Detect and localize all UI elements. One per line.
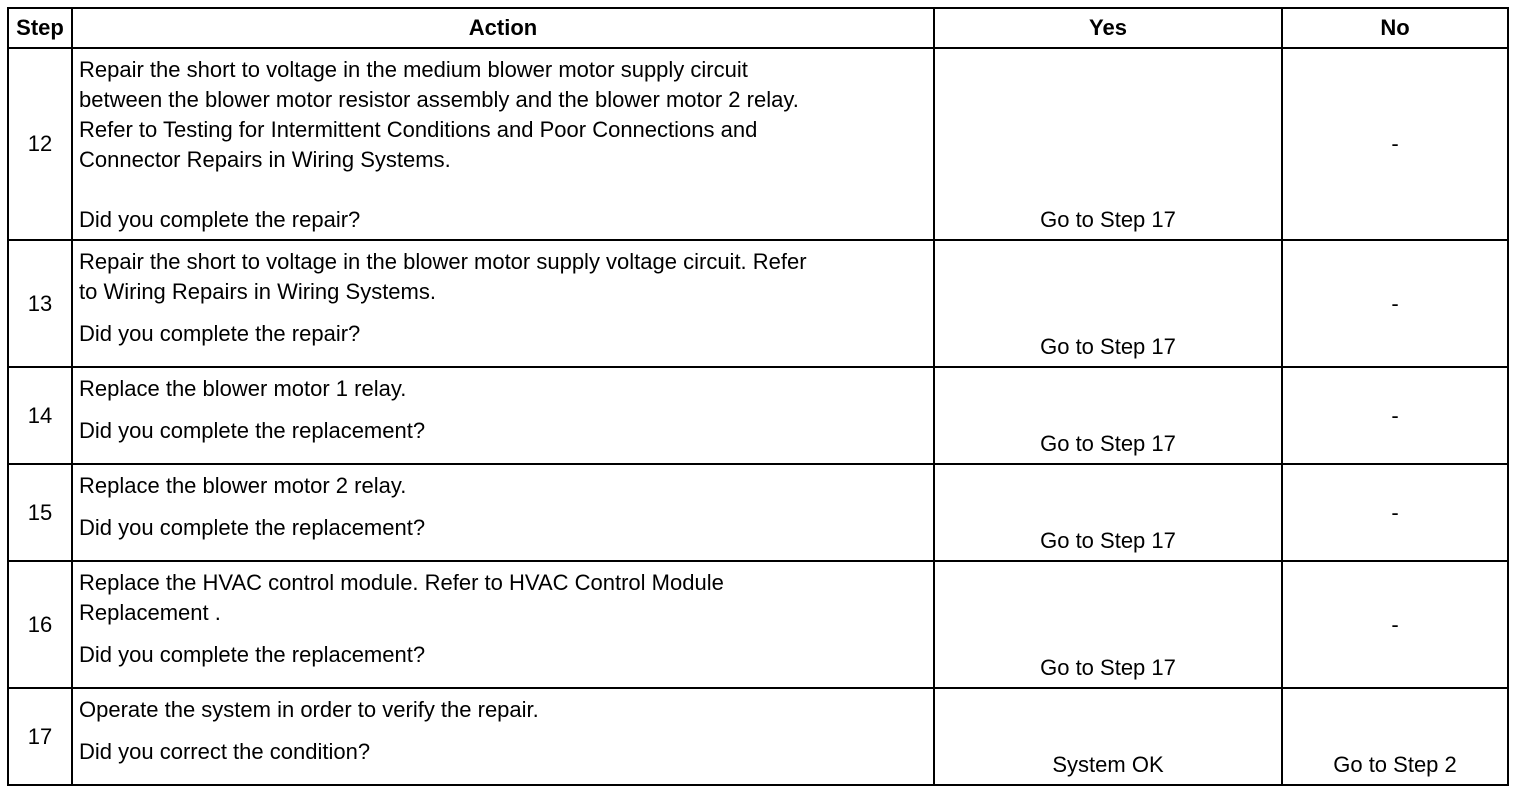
header-row: Step Action Yes No <box>7 7 1509 49</box>
action-question: Did you complete the replacement? <box>79 642 426 667</box>
yes-cell: Go to Step 17 <box>933 463 1283 562</box>
table-row: 16 Replace the HVAC control module. Refe… <box>7 560 1509 689</box>
table-row: 12 Repair the short to voltage in the me… <box>7 47 1509 241</box>
action-question: Did you correct the condition? <box>79 739 371 764</box>
no-cell: - <box>1281 366 1509 465</box>
action-question: Did you complete the repair? <box>79 207 361 232</box>
yes-cell: Go to Step 17 <box>933 47 1283 241</box>
no-cell: - <box>1281 463 1509 562</box>
header-yes: Yes <box>933 7 1283 49</box>
action-cell: Repair the short to voltage in the mediu… <box>71 47 935 241</box>
action-question: Did you complete the replacement? <box>79 418 426 443</box>
no-cell: - <box>1281 560 1509 689</box>
action-cell: Repair the short to voltage in the blowe… <box>71 239 935 368</box>
action-question: Did you complete the replacement? <box>79 515 426 540</box>
step-number: 16 <box>7 560 73 689</box>
action-text: Replace the HVAC control module. Refer t… <box>79 570 724 625</box>
yes-cell: System OK <box>933 687 1283 786</box>
action-text: Replace the blower motor 2 relay. <box>79 473 407 498</box>
action-cell: Replace the HVAC control module. Refer t… <box>71 560 935 689</box>
action-text: Operate the system in order to verify th… <box>79 697 539 722</box>
header-action: Action <box>71 7 935 49</box>
action-cell: Operate the system in order to verify th… <box>71 687 935 786</box>
action-text: Replace the blower motor 1 relay. <box>79 376 407 401</box>
action-text: Repair the short to voltage in the mediu… <box>79 57 799 172</box>
yes-cell: Go to Step 17 <box>933 239 1283 368</box>
no-cell: Go to Step 2 <box>1281 687 1509 786</box>
no-cell: - <box>1281 47 1509 241</box>
yes-cell: Go to Step 17 <box>933 366 1283 465</box>
header-no: No <box>1281 7 1509 49</box>
action-cell: Replace the blower motor 2 relay. Did yo… <box>71 463 935 562</box>
table-row: 14 Replace the blower motor 1 relay. Did… <box>7 366 1509 465</box>
action-cell: Replace the blower motor 1 relay. Did yo… <box>71 366 935 465</box>
yes-cell: Go to Step 17 <box>933 560 1283 689</box>
action-text: Repair the short to voltage in the blowe… <box>79 249 807 304</box>
table-row: 13 Repair the short to voltage in the bl… <box>7 239 1509 368</box>
step-number: 17 <box>7 687 73 786</box>
action-question: Did you complete the repair? <box>79 321 361 346</box>
step-number: 12 <box>7 47 73 241</box>
step-number: 13 <box>7 239 73 368</box>
no-cell: - <box>1281 239 1509 368</box>
table-row: 15 Replace the blower motor 2 relay. Did… <box>7 463 1509 562</box>
table-row: 17 Operate the system in order to verify… <box>7 687 1509 786</box>
header-step: Step <box>7 7 73 49</box>
step-number: 15 <box>7 463 73 562</box>
diagnostic-table: Step Action Yes No 12 Repair the short t… <box>7 7 1509 786</box>
step-number: 14 <box>7 366 73 465</box>
